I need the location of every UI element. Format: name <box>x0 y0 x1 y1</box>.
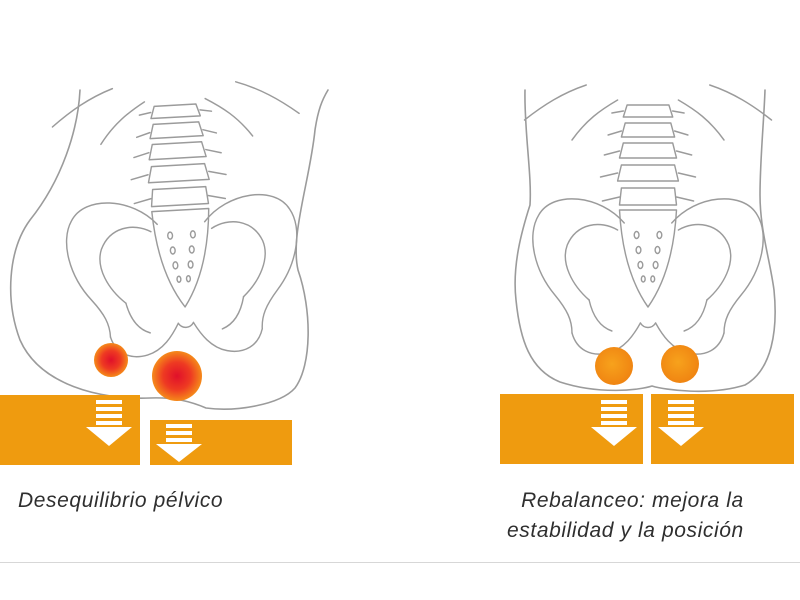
down-arrow-icon <box>591 400 637 446</box>
pressure-point-icon <box>595 347 633 385</box>
left-body-outline <box>9 89 329 410</box>
pressure-point-icon <box>152 351 202 401</box>
pressure-point-icon <box>94 343 128 377</box>
right-pelvis-skeleton <box>523 84 773 355</box>
down-arrow-icon <box>86 400 132 446</box>
caption-balanced: Rebalanceo: mejora la estabilidad y la p… <box>507 486 744 546</box>
caption-balanced-line-1: Rebalanceo: mejora la <box>521 489 744 512</box>
left-figure-unbalanced <box>0 77 329 465</box>
bottom-divider <box>0 562 800 563</box>
caption-unbalanced: Desequilibrio pélvico <box>18 489 224 512</box>
pressure-point-icon <box>661 345 699 383</box>
down-arrow-icon <box>156 424 202 462</box>
right-body-outline <box>514 89 776 393</box>
down-arrow-icon <box>658 400 704 446</box>
caption-balanced-line-2: estabilidad y la posición <box>507 519 744 542</box>
left-pelvis-skeleton <box>49 77 312 362</box>
right-figure-balanced <box>500 84 794 464</box>
